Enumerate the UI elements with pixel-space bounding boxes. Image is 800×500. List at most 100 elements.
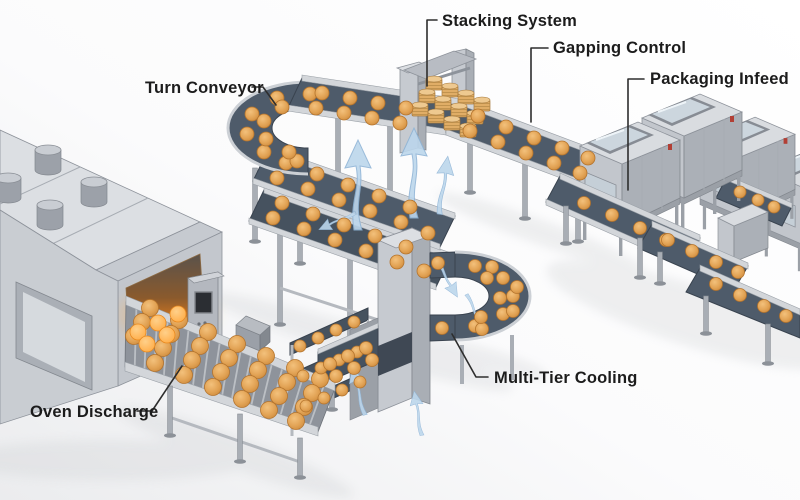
cookie <box>633 221 647 235</box>
cookie <box>468 259 482 273</box>
stack-top <box>450 102 468 110</box>
cookies-layer <box>125 85 793 430</box>
cookie <box>256 144 272 160</box>
roller-stripe <box>259 361 274 413</box>
cookie <box>757 299 771 313</box>
conveyor-leg <box>765 323 771 363</box>
cookie <box>269 170 285 186</box>
cookie <box>299 399 313 413</box>
cookie <box>228 335 246 353</box>
cookie <box>314 85 330 101</box>
cookie <box>370 95 386 111</box>
cookie <box>353 375 367 389</box>
cookie <box>572 165 588 181</box>
cookie <box>347 315 361 329</box>
cookie <box>327 232 343 248</box>
cookie <box>244 106 260 122</box>
metal-detector <box>235 315 271 352</box>
cookie <box>257 347 275 365</box>
cookie <box>498 119 514 135</box>
conveyor-foot <box>762 361 774 366</box>
conveyor-leg <box>277 227 283 324</box>
cookie <box>287 412 305 430</box>
cookie <box>336 217 352 233</box>
cookie <box>554 140 570 156</box>
cookie <box>462 123 478 139</box>
cookie <box>309 166 325 182</box>
cookie <box>336 105 352 121</box>
cookie <box>580 150 596 166</box>
cookie <box>365 353 379 367</box>
conveyor-leg <box>522 156 528 218</box>
packaging-legs <box>560 205 774 366</box>
cookie <box>475 322 489 336</box>
bottom-turn-belt <box>429 250 532 384</box>
conveyor-leg <box>387 125 393 201</box>
cookie <box>510 280 524 294</box>
cookie <box>278 373 296 391</box>
cookie <box>767 200 781 214</box>
cookie <box>260 401 278 419</box>
cookie <box>364 110 380 126</box>
cookie <box>709 255 723 269</box>
cookie <box>308 100 324 116</box>
label-multi-tier-cooling: Multi-Tier Cooling <box>494 369 638 387</box>
cookie <box>199 323 217 341</box>
stack-top <box>473 96 491 104</box>
callouts: Stacking System Gapping Control Packagin… <box>30 12 789 421</box>
cookie <box>474 310 488 324</box>
stack-top <box>418 88 436 96</box>
cookie <box>359 341 373 355</box>
cookie <box>420 225 436 241</box>
oven-vent-icon <box>0 172 22 204</box>
cookie <box>305 206 321 222</box>
conveyor-foot <box>519 216 531 221</box>
cookie <box>265 210 281 226</box>
cookie <box>341 349 355 363</box>
cookie <box>239 126 255 142</box>
cookie <box>347 361 361 375</box>
conveyor-foot <box>654 281 666 286</box>
conveyor-foot <box>560 241 572 246</box>
conveyor-foot <box>634 275 646 280</box>
cookie-hot <box>138 335 156 353</box>
cookie <box>183 351 201 369</box>
cookie <box>317 391 331 405</box>
conveyor-foot <box>326 407 338 412</box>
cookie-hot <box>169 305 187 323</box>
cookie <box>281 144 297 160</box>
cookie <box>300 181 316 197</box>
conveyor-foot <box>249 239 261 244</box>
cookie <box>709 277 723 291</box>
cookie <box>733 288 747 302</box>
cookie <box>398 100 414 116</box>
conveyor-leg <box>167 385 173 435</box>
cookie <box>496 271 510 285</box>
cookie <box>416 263 432 279</box>
cookie <box>175 366 193 384</box>
conveyor-foot <box>294 261 306 266</box>
conveyor-foot <box>294 475 306 480</box>
biscuit-stacks <box>411 75 491 138</box>
oven-vent-icon <box>36 199 64 231</box>
conveyor-leg <box>703 295 709 333</box>
stack-top <box>441 82 459 90</box>
conveyor-foot <box>464 190 476 195</box>
cookie <box>258 131 274 147</box>
cookie <box>249 361 267 379</box>
leader-oven-discharge <box>136 365 183 412</box>
cookie <box>480 271 494 285</box>
cookie <box>331 192 347 208</box>
cookie <box>779 309 793 323</box>
cookie <box>323 357 337 371</box>
cookie <box>431 256 445 270</box>
label-stacking-system: Stacking System <box>442 12 577 30</box>
cookie-hot <box>158 326 176 344</box>
cookie-hot <box>129 323 147 341</box>
cookie <box>220 349 238 367</box>
cookie <box>274 99 290 115</box>
cookie <box>518 145 534 161</box>
aux-unit <box>717 203 769 263</box>
